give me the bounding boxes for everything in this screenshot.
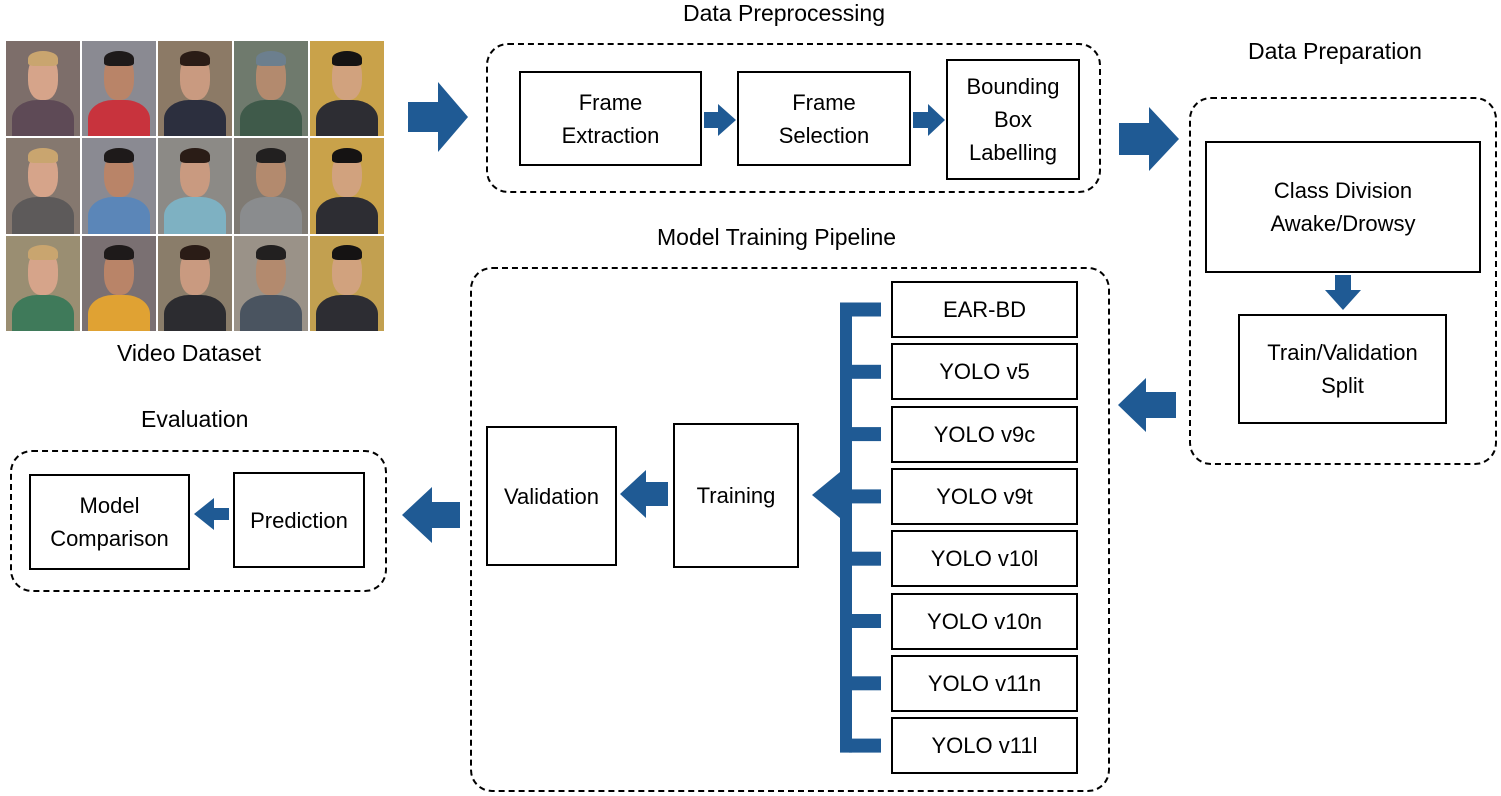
- video-thumbnail: [310, 235, 384, 331]
- frame-extraction-line1: Frame: [578, 89, 643, 115]
- video-dataset-caption: Video Dataset: [117, 340, 262, 366]
- model-label: YOLO v10n: [927, 608, 1042, 634]
- split-line2: Split: [1321, 373, 1364, 398]
- evaluation-title: Evaluation: [141, 406, 249, 432]
- validation-box: Validation: [486, 426, 617, 566]
- model-label: YOLO v9c: [933, 421, 1036, 447]
- video-thumbnail: [234, 138, 308, 234]
- bounding-box-line3: Labelling: [968, 140, 1058, 165]
- model-box: YOLO v9c: [891, 405, 1078, 463]
- class-division-line1: Class Division: [1273, 178, 1413, 203]
- bounding-box-line1: Bounding: [966, 74, 1060, 99]
- frame-extraction-line2: Extraction: [561, 122, 660, 148]
- model-label: YOLO v11n: [927, 670, 1042, 696]
- arrow-extraction-to-selection: [704, 104, 736, 136]
- preparation-group: [1189, 97, 1497, 465]
- arrow-class-to-split: [1325, 275, 1361, 310]
- arrow-training-to-evaluation: [402, 487, 460, 543]
- video-thumbnail: [82, 41, 156, 137]
- model-label: YOLO v5: [939, 359, 1030, 385]
- video-thumbnail: [82, 235, 156, 331]
- model-comparison-line2: Comparison: [50, 526, 169, 551]
- video-thumbnail: [158, 41, 232, 137]
- video-thumbnail: [158, 138, 232, 234]
- video-thumbnail: [158, 235, 232, 331]
- bracket-tick: [849, 427, 881, 442]
- training-group: [470, 267, 1110, 792]
- model-box: YOLO v9t: [891, 467, 1078, 525]
- arrow-prediction-to-comparison: [194, 498, 229, 530]
- model-label: YOLO v9t: [936, 483, 1033, 509]
- training-title: Model Training Pipeline: [657, 224, 897, 250]
- video-dataset-grid: [6, 41, 384, 331]
- training-label: Training: [696, 483, 776, 508]
- video-thumbnail: [310, 41, 384, 137]
- arrow-models-to-training: [812, 472, 840, 518]
- bracket-tick: [849, 738, 881, 753]
- arrow-dataset-to-preprocessing: [408, 82, 468, 152]
- arrow-preprocessing-to-preparation: [1119, 107, 1179, 171]
- prediction-label: Prediction: [250, 507, 348, 533]
- bracket-tick: [849, 302, 881, 317]
- bracket-spine: [840, 302, 852, 753]
- validation-label: Validation: [504, 483, 599, 509]
- model-box: YOLO v11n: [891, 654, 1078, 712]
- model-label: YOLO v10l: [930, 546, 1039, 572]
- frame-selection-line2: Selection: [778, 122, 870, 148]
- evaluation-group: [10, 450, 387, 592]
- video-thumbnail: [310, 138, 384, 234]
- bracket-tick: [849, 551, 881, 566]
- model-bracket: [840, 302, 881, 753]
- video-thumbnail: [82, 138, 156, 234]
- bracket-tick: [849, 676, 881, 691]
- preprocessing-title: Data Preprocessing: [683, 0, 885, 26]
- bracket-tick: [849, 489, 881, 504]
- model-box: EAR-BD: [891, 281, 1078, 338]
- bracket-tick: [849, 364, 881, 379]
- frame-selection-line1: Frame: [792, 89, 856, 115]
- video-thumbnail: [6, 41, 80, 137]
- model-box: YOLO v11l: [891, 717, 1078, 775]
- arrow-training-to-validation: [620, 470, 668, 518]
- model-label: EAR-BD: [942, 297, 1027, 322]
- prediction-box: Prediction: [233, 472, 365, 568]
- video-thumbnail: [234, 41, 308, 137]
- training-box: Training: [673, 423, 799, 568]
- video-thumbnail: [6, 138, 80, 234]
- model-box: YOLO v10n: [891, 592, 1078, 650]
- split-line1: Train/Validation: [1267, 340, 1418, 365]
- video-thumbnail: [6, 235, 80, 331]
- preprocessing-group: [486, 43, 1101, 193]
- arrow-preparation-to-training: [1118, 378, 1176, 432]
- model-box: YOLO v5: [891, 343, 1078, 401]
- model-comparison-line1: Model: [79, 493, 140, 518]
- model-label: YOLO v11l: [931, 733, 1038, 759]
- bounding-box-line2: Box: [994, 107, 1032, 132]
- bracket-tick: [849, 614, 881, 628]
- preparation-title: Data Preparation: [1248, 38, 1422, 64]
- arrow-selection-to-bounding: [913, 104, 945, 136]
- model-box: YOLO v10l: [891, 530, 1078, 588]
- video-thumbnail: [234, 235, 308, 331]
- class-division-line2: Awake/Drowsy: [1270, 211, 1416, 236]
